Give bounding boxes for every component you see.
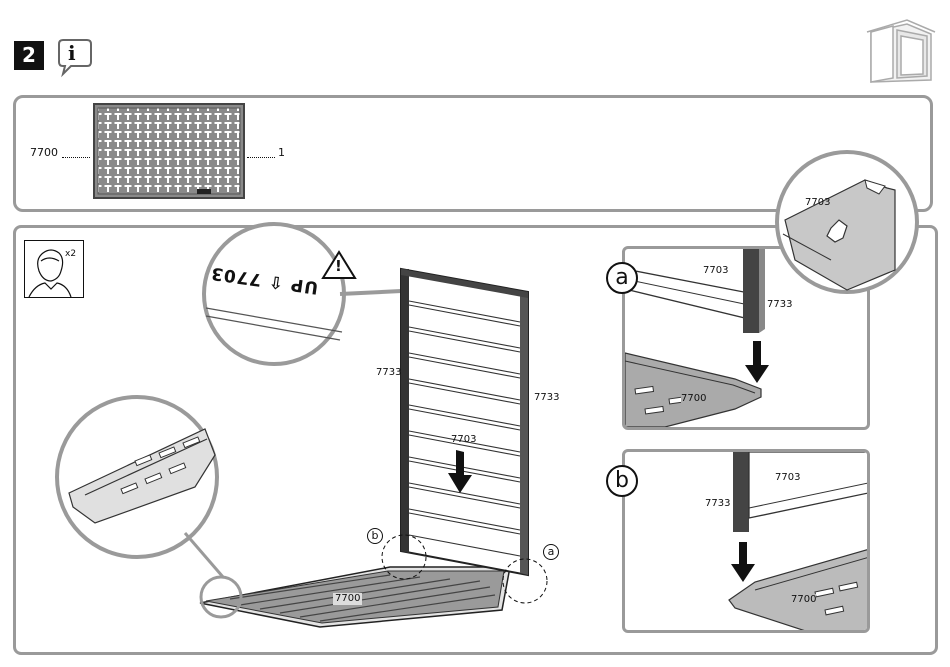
profile-detail-magnifier bbox=[775, 150, 925, 300]
wall-panel-center-label: 7703 bbox=[451, 434, 476, 446]
step-number-badge: 2 bbox=[14, 41, 44, 70]
part-code-leader-line bbox=[62, 157, 90, 158]
detail-b-floor-label: 7700 bbox=[791, 594, 816, 606]
detail-a-top-label: 7703 bbox=[703, 265, 728, 277]
detail-a-floor-label: 7700 bbox=[681, 393, 706, 405]
info-glyph: i bbox=[68, 42, 76, 64]
person-count-label: x2 bbox=[65, 249, 76, 259]
part-quantity-leader-line bbox=[247, 157, 275, 158]
floor-label: 7700 bbox=[333, 593, 362, 605]
detail-a-side-label: 7733 bbox=[767, 299, 792, 311]
detail-b-panel: 7703 7733 7700 bbox=[622, 449, 870, 633]
wall-panel-right-label: 7733 bbox=[534, 392, 559, 404]
detail-b-top-label: 7703 bbox=[775, 472, 800, 484]
person-icon: x2 bbox=[24, 240, 84, 298]
floor-panel-part-illustration bbox=[93, 103, 245, 199]
part-quantity-label: 1 bbox=[278, 146, 285, 159]
profile-detail-label: 7703 bbox=[805, 197, 830, 209]
shed-thumbnail-icon bbox=[857, 18, 937, 86]
part-code-label: 7700 bbox=[30, 146, 58, 159]
info-speech-bubble-icon: i bbox=[57, 38, 93, 76]
callout-a-marker: a bbox=[543, 544, 559, 560]
detail-a-badge: a bbox=[606, 262, 638, 294]
floor-corner-magnifier bbox=[55, 395, 245, 625]
wall-panel-left-label: 7733 bbox=[376, 367, 401, 379]
callout-b-marker: b bbox=[367, 528, 383, 544]
detail-b-badge: b bbox=[606, 465, 638, 497]
detail-b-side-label: 7733 bbox=[705, 498, 730, 510]
wall-panel-assembly-drawing bbox=[190, 265, 570, 645]
